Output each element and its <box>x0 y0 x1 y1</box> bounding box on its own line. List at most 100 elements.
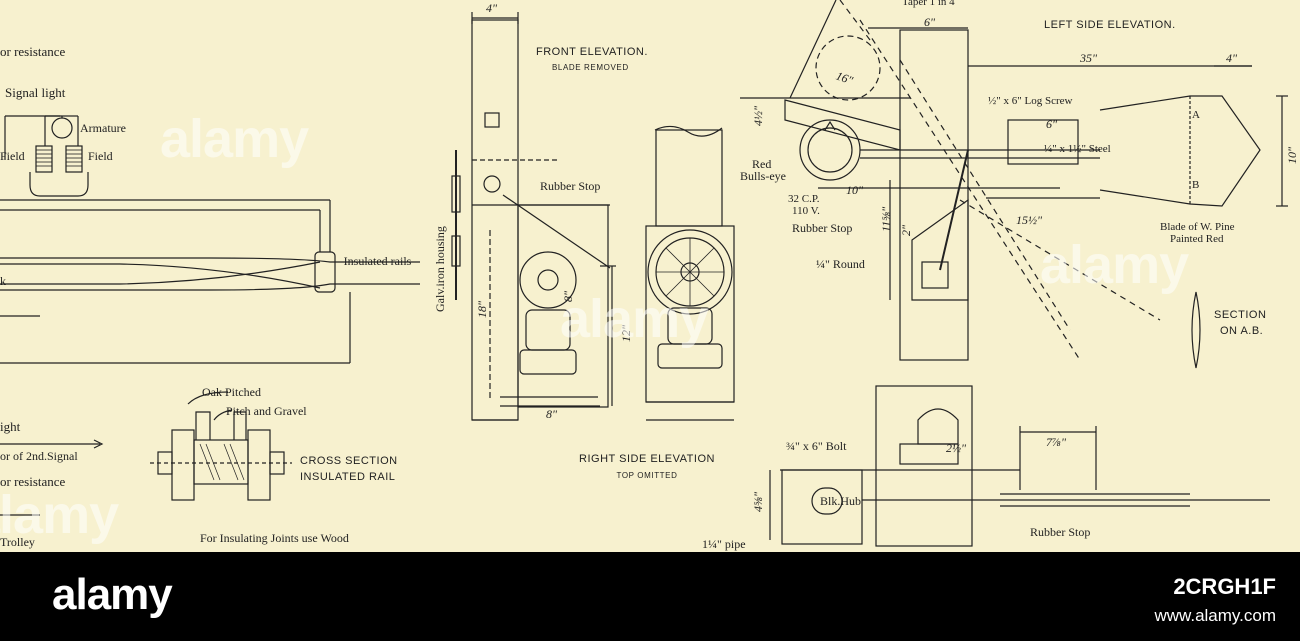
image-reference: 2CRGH1F www.alamy.com <box>1154 574 1276 626</box>
field-coil-left <box>35 145 53 173</box>
blade-clamp <box>1007 119 1079 165</box>
pitch-and-gravel-label: Pitch and Gravel <box>226 404 307 418</box>
left-dim-4: 4" <box>1226 51 1238 65</box>
cross-section-title-line2: INSULATED RAIL <box>300 471 396 483</box>
red-bullseye-label-2: Bulls-eye <box>740 169 786 183</box>
rail-upper <box>0 257 420 263</box>
right-side-elevation-drawing <box>645 125 735 421</box>
left-dim-6-blade: 6" <box>1046 117 1058 131</box>
motor-field <box>519 349 577 375</box>
insulated-joint <box>314 251 336 293</box>
left-dim-15-5: 15½" <box>1016 213 1043 227</box>
gear-wheel <box>519 251 577 309</box>
post-socket <box>484 112 500 128</box>
front-elevation-subtitle: BLADE REMOVED <box>552 63 629 72</box>
watermark: alamy <box>0 485 119 545</box>
field-coil-right <box>65 145 83 173</box>
wiring-diagram <box>0 115 420 516</box>
leader <box>213 409 233 421</box>
field-left-label: Field <box>0 149 25 163</box>
signal-blade <box>1099 95 1261 207</box>
right-side-elevation-subtitle: TOP OMITTED <box>616 471 678 480</box>
housing-cut <box>911 198 969 301</box>
front-elevation-title: FRONT ELEVATION. <box>536 46 648 58</box>
spectacle-arm <box>784 99 901 151</box>
crossover-rail <box>0 261 321 285</box>
counterweight <box>921 261 949 289</box>
for-resistance-label-2: or resistance <box>0 474 66 489</box>
second-signal-label: or of 2nd.Signal <box>0 449 78 463</box>
left-dim-10: 10" <box>846 183 864 197</box>
arrow-head <box>93 439 104 449</box>
signal-post <box>899 29 969 361</box>
break-line <box>654 125 723 137</box>
plan-housing <box>875 385 973 547</box>
pipe-label: 1¼" pipe <box>702 537 746 551</box>
plan-view-drawing <box>769 385 1270 547</box>
front-rubber-stop-label: Rubber Stop <box>540 179 601 193</box>
taper-label: Taper 1 in 4 <box>902 0 955 8</box>
operating-rod <box>939 149 969 271</box>
bolt-label: ¾" x 6" Bolt <box>786 439 847 453</box>
blade-label-1: Blade of W. Pine <box>1160 221 1235 233</box>
blade-arc-dashed <box>815 35 881 101</box>
rail-web <box>193 439 249 485</box>
left-dim-11-5: 11⅝" <box>879 206 893 232</box>
leader <box>187 391 229 405</box>
rail-head <box>195 411 247 440</box>
red-bullseye-label-1: Red <box>752 157 772 171</box>
post-bolt <box>483 175 501 193</box>
bullseye-lens <box>799 119 861 181</box>
plan-dim-2-5: 2½" <box>946 441 967 455</box>
tie-block-right <box>247 429 271 501</box>
section-label-2: ON A.B. <box>1220 325 1264 337</box>
left-dim-2: 2" <box>899 224 913 236</box>
left-side-elevation-title: LEFT SIDE ELEVATION. <box>1044 19 1176 31</box>
trolley-label: Trolley <box>0 535 35 549</box>
plan-rubber-stop-label: Rubber Stop <box>1030 525 1091 539</box>
crossover-rail <box>0 263 321 289</box>
watermark: alamy <box>1040 235 1189 295</box>
track-label-fragment: k <box>0 274 6 288</box>
swing-path <box>899 59 1071 331</box>
upper-post <box>655 129 723 227</box>
left-dim-35: 35" <box>1080 51 1098 65</box>
housing-roof <box>502 194 611 269</box>
oak-pitched-label: Oak Pitched <box>202 385 261 399</box>
tie-block-left <box>171 429 195 501</box>
plan-gear <box>899 443 959 465</box>
left-dim-10-right: 10" <box>1285 146 1299 164</box>
for-resistance-label-1: or resistance <box>0 44 66 59</box>
insulating-joints-note: For Insulating Joints use Wood <box>200 531 349 545</box>
alamy-logo[interactable]: alamy <box>52 570 173 619</box>
bullseye-inner <box>807 127 853 173</box>
gear-hub <box>537 269 559 291</box>
hinge <box>451 175 461 213</box>
plan-dim-4-5-8: 4⅝" <box>751 491 765 512</box>
blk-hub-label: Blk.Hub <box>820 494 862 508</box>
left-dim-4-5: 4½" <box>751 105 765 126</box>
watermark: alamy <box>160 109 309 169</box>
drawing-linework <box>0 0 1288 547</box>
engineering-drawing: or resistance Signal light Armature Fiel… <box>0 0 1300 552</box>
swing-path <box>859 19 1081 361</box>
label-a: A <box>1192 109 1200 121</box>
front-dim-18: 18" <box>475 300 489 318</box>
gear-wheel <box>647 229 733 315</box>
round-label: ¼" Round <box>816 257 865 271</box>
blade-section <box>1191 291 1201 369</box>
blk-hub <box>811 487 843 515</box>
watermark: alamy <box>560 289 709 349</box>
galv-iron-housing-label: Galv.iron housing <box>433 226 447 312</box>
cross-section-drawing <box>150 391 292 501</box>
field-right-label: Field <box>88 149 113 163</box>
left-side-elevation-drawing <box>740 0 1288 369</box>
front-dim-8-bottom: 8" <box>546 407 558 421</box>
label-b: B <box>1192 179 1200 191</box>
site-url[interactable]: www.alamy.com <box>1154 606 1276 625</box>
insulated-rails-label: Insulated rails <box>343 254 412 268</box>
armature-symbol <box>51 117 73 139</box>
plan-bracket <box>781 469 863 545</box>
log-screw-label: ½" x 6" Log Screw <box>988 95 1073 107</box>
